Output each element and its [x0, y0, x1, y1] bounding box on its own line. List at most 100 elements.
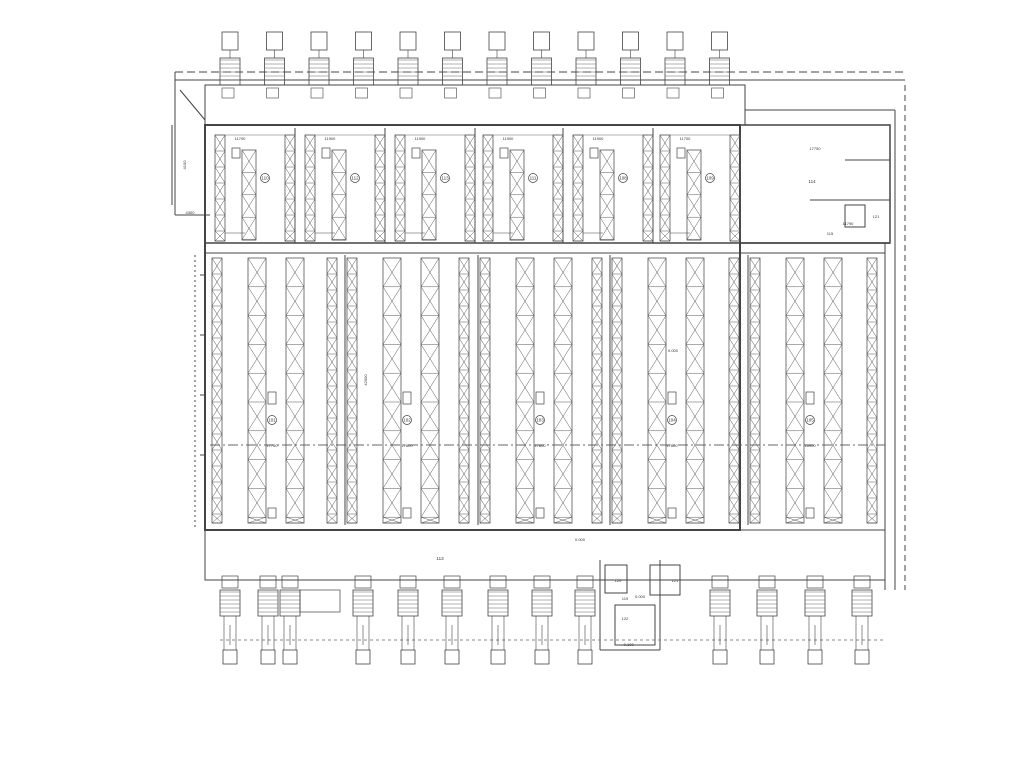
- room-number-bottom-marker: [805, 415, 815, 425]
- dock-hatch: [258, 591, 278, 613]
- rack-bottom: [420, 257, 440, 524]
- rack-bottom: [611, 257, 623, 524]
- forklift-icon: [499, 147, 509, 159]
- forklift-icon: [402, 391, 412, 405]
- dock-door-bottom: [576, 575, 594, 589]
- room-number-top: 109: [706, 176, 714, 181]
- rack-bottom: [685, 257, 705, 524]
- dock-leveler-bottom: [257, 589, 279, 617]
- dock-door-top: [310, 87, 324, 99]
- rack-top: [421, 149, 437, 241]
- dock-hatch: [757, 591, 777, 613]
- rack-top: [686, 149, 702, 241]
- truck-cab-top: [221, 31, 239, 51]
- rack-top: [241, 149, 257, 241]
- dock-leveler-bottom: [487, 589, 509, 617]
- room-number-bottom: 104: [668, 418, 676, 423]
- rack-top: [394, 134, 406, 242]
- rack-bottom: [823, 257, 843, 524]
- truck-cab-bottom: [260, 649, 276, 665]
- room-number-top-marker: [350, 173, 360, 183]
- rack-bottom: [382, 257, 402, 524]
- room-number-top-marker: [260, 173, 270, 183]
- dock-hatch: [532, 591, 552, 613]
- truck-cab-bottom: [759, 649, 775, 665]
- dock-door-top: [666, 87, 680, 99]
- dock-hatch: [353, 59, 374, 81]
- truck-cab-top: [355, 31, 372, 51]
- dim-annex: 17750: [809, 146, 821, 151]
- truck-cab-bottom: [490, 649, 506, 665]
- truck-cab-bottom: [577, 649, 593, 665]
- dock-hatch: [442, 591, 462, 613]
- dock-door-top: [266, 87, 279, 99]
- right-annex: [739, 124, 891, 244]
- dim-mid: 11790: [843, 221, 855, 226]
- dock-door-top: [444, 87, 457, 99]
- rack-top: [374, 134, 386, 242]
- truck-cab-top: [310, 31, 328, 51]
- rack-top: [729, 134, 741, 242]
- dock-door-bottom: [853, 575, 871, 589]
- rack-top: [284, 134, 296, 242]
- room-number-bottom-marker: [267, 415, 277, 425]
- rack-top: [331, 149, 347, 241]
- dock-hatch: [531, 59, 552, 81]
- truck-cab-bottom: [534, 649, 550, 665]
- dock-leveler-bottom: [709, 589, 731, 617]
- rack-bottom: [285, 257, 305, 524]
- rack-bottom: [326, 257, 338, 524]
- rack-bottom: [785, 257, 805, 524]
- forklift-icon: [411, 147, 421, 159]
- dock-door-bottom: [711, 575, 729, 589]
- dock-hatch: [309, 59, 329, 81]
- dock-leveler-bottom: [756, 589, 778, 617]
- dim-top: 11700: [235, 136, 247, 141]
- dock-door-top: [577, 87, 591, 99]
- dock-hatch: [709, 59, 730, 81]
- rack-top: [572, 134, 584, 242]
- truck-cab-bottom: [444, 649, 460, 665]
- dim-top: 11700: [680, 136, 692, 141]
- dock-hatch: [805, 591, 825, 613]
- dock-door-top: [488, 87, 502, 99]
- room-number-corridor: 113: [436, 556, 444, 561]
- dock-door-bottom: [281, 575, 299, 589]
- dock-leveler-bottom: [574, 589, 596, 617]
- room-number-top: 113: [441, 176, 449, 181]
- rack-bottom: [515, 257, 535, 524]
- rack-bottom: [346, 257, 358, 524]
- dock-hatch: [280, 591, 300, 613]
- door-marker: [667, 507, 677, 519]
- forklift-icon: [321, 147, 331, 159]
- door-marker: [535, 507, 545, 519]
- truck-cab-bottom: [854, 649, 870, 665]
- room-number-top-marker: [618, 173, 628, 183]
- truck-cab-bottom: [400, 649, 416, 665]
- dock-hatch: [264, 59, 285, 81]
- dock-leveler-bottom: [851, 589, 873, 617]
- truck-cab-top: [399, 31, 417, 51]
- rack-bottom: [247, 257, 267, 524]
- dock-hatch: [353, 591, 373, 613]
- forklift-icon: [231, 147, 241, 159]
- dock-leveler-bottom: [531, 589, 553, 617]
- dim-left: 4100: [182, 160, 187, 170]
- room-number-stair: 121: [672, 578, 679, 583]
- dim-bottom: 16900: [804, 443, 816, 448]
- dock-hatch: [710, 591, 730, 613]
- dock-leveler-bottom: [804, 589, 826, 617]
- room-number-top: 111: [530, 176, 537, 181]
- truck-cab-top: [577, 31, 595, 51]
- dock-door-bottom: [259, 575, 277, 589]
- forklift-icon: [667, 391, 677, 405]
- truck-cab-top: [711, 31, 728, 51]
- dock-door-top: [533, 87, 546, 99]
- rack-top: [304, 134, 316, 242]
- truck-cab-bottom: [355, 649, 371, 665]
- dim-top: 11900: [593, 136, 605, 141]
- dim-top: 11900: [415, 136, 427, 141]
- room-number-top-marker: [705, 173, 715, 183]
- forklift-icon: [676, 147, 686, 159]
- truck-cab-top: [666, 31, 684, 51]
